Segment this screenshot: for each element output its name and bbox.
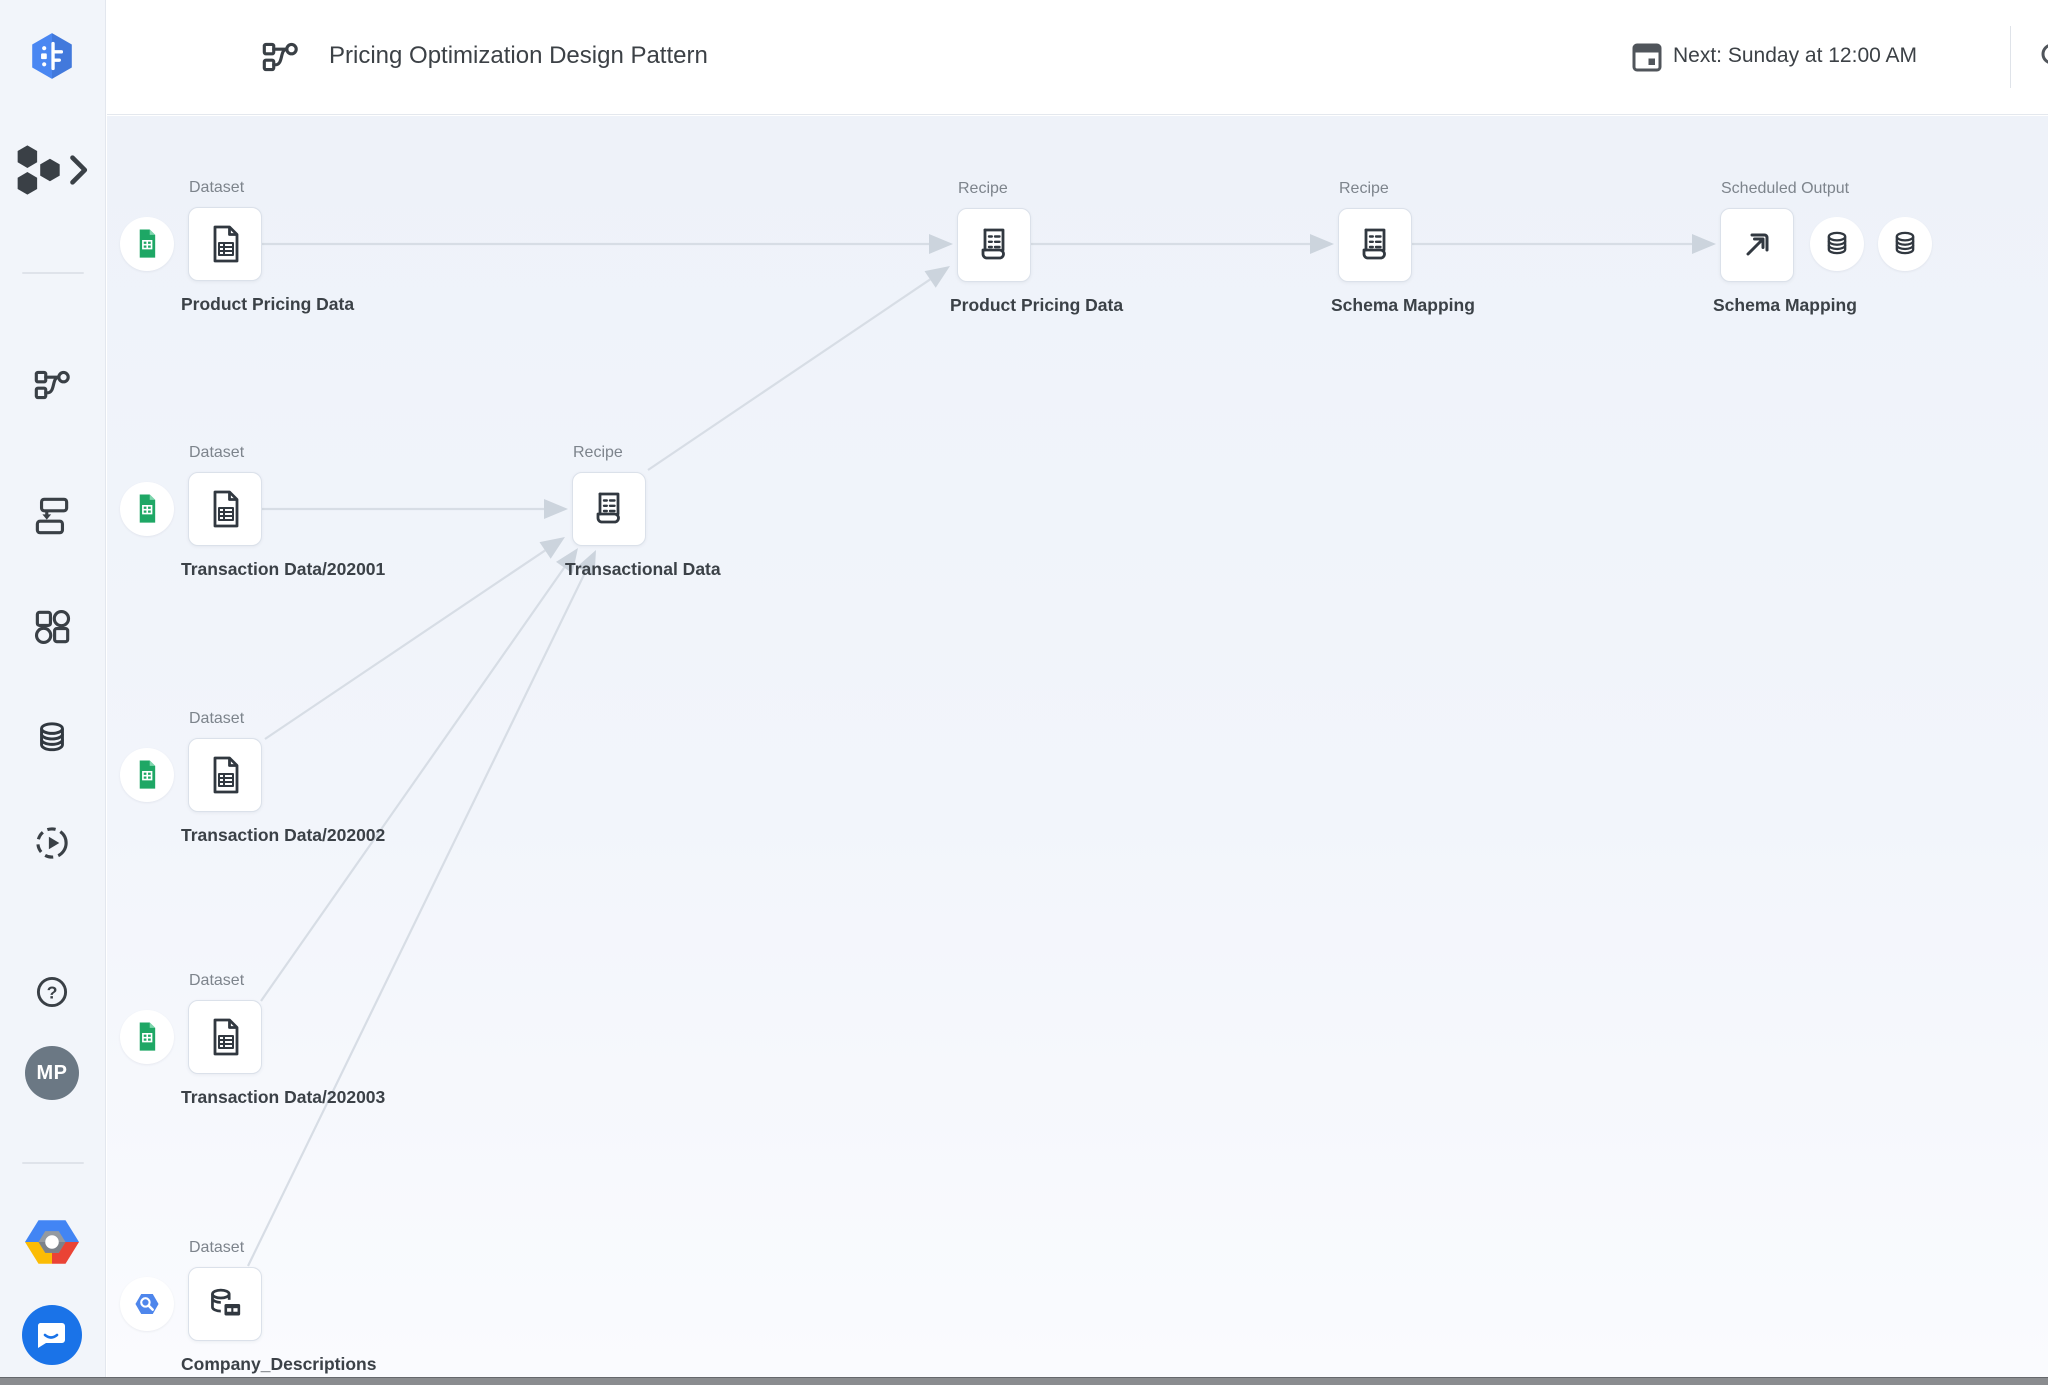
node-recipe-schema-mapping: Recipe Schema Mapping [1331, 180, 1475, 315]
chat-icon [22, 1305, 82, 1365]
node-recipe-transactional-data: Recipe Transactional Data [565, 444, 721, 579]
node-type-label: Dataset [189, 972, 245, 989]
dataset-card[interactable] [188, 472, 262, 546]
node-dataset-transaction-202002: Dataset Transaction Data/202002 [120, 710, 385, 845]
publish-output-icon [1746, 233, 1769, 256]
sidebar-item-connections[interactable] [29, 715, 75, 761]
node-dataset-transaction-202001: Dataset Transaction Data/202001 [120, 444, 385, 579]
node-dataset-company-descriptions: Dataset Company_Descriptions [120, 1239, 376, 1374]
node-recipe-product-pricing-data: Recipe Product Pricing Data [950, 180, 1123, 315]
node-type-label: Recipe [573, 444, 623, 461]
google-sheets-icon [138, 228, 157, 259]
dataprep-logo-icon [32, 33, 72, 79]
node-name[interactable]: Transactional Data [565, 559, 721, 579]
sidebar-item-run-jobs[interactable] [29, 820, 75, 866]
node-name[interactable]: Product Pricing Data [950, 295, 1124, 315]
help-icon: ? [36, 976, 68, 1008]
sidebar-item-flows[interactable] [29, 362, 75, 408]
sidebar-divider [22, 1162, 84, 1164]
import-icon [35, 497, 69, 535]
flow-icon [262, 42, 298, 72]
recipe-icon [596, 492, 620, 524]
google-sheets-badge [120, 217, 174, 271]
node-name[interactable]: Company_Descriptions [181, 1354, 377, 1374]
node-type-label: Dataset [189, 444, 245, 461]
node-dataset-product-pricing-data: Dataset Product Pricing Data [120, 179, 354, 314]
database-icon [40, 722, 64, 752]
window-bottom-bar [0, 1377, 2048, 1385]
run-jobs-icon [36, 827, 68, 859]
bigquery-badge [120, 1277, 174, 1331]
node-type-label: Recipe [958, 180, 1008, 197]
user-avatar[interactable]: MP [25, 1046, 79, 1100]
flows-expand-button[interactable] [12, 143, 92, 197]
dataset-icon [213, 1018, 239, 1056]
dataset-card[interactable] [188, 1000, 262, 1074]
search-button[interactable] [2033, 35, 2048, 79]
sidebar-item-help[interactable]: ? [29, 969, 75, 1015]
header-divider [2010, 26, 2011, 88]
dataset-icon [213, 225, 239, 263]
recipe-card[interactable] [572, 472, 646, 546]
database-icon [1895, 231, 1915, 255]
header: Pricing Optimization Design Pattern Next… [107, 0, 2048, 115]
node-name[interactable]: Schema Mapping [1713, 295, 1857, 315]
google-sheets-icon [138, 493, 157, 524]
node-type-label: Dataset [189, 179, 245, 196]
page-title: Pricing Optimization Design Pattern [329, 42, 708, 69]
output-target-database-badge [1878, 217, 1932, 271]
node-output-schema-mapping: Scheduled Output Schema Mapping [1713, 180, 1932, 315]
dataset-card[interactable] [188, 1267, 262, 1341]
node-name[interactable]: Transaction Data/202001 [181, 559, 386, 579]
dataset-card[interactable] [188, 207, 262, 281]
node-name[interactable]: Schema Mapping [1331, 295, 1475, 315]
bigquery-icon [134, 1292, 160, 1316]
node-dataset-transaction-202003: Dataset Transaction Data/202003 [120, 972, 385, 1107]
google-sheets-icon [138, 1021, 157, 1052]
flows-expand-icon [17, 145, 88, 195]
sidebar: ? MP [0, 0, 106, 1385]
calendar-icon [1632, 43, 1662, 72]
node-type-label: Scheduled Output [1721, 180, 1850, 197]
chat-support-button[interactable] [22, 1305, 82, 1365]
google-sheets-badge [120, 1010, 174, 1064]
recipe-icon [981, 228, 1005, 260]
avatar-initials: MP [25, 1046, 79, 1100]
recipe-icon [1362, 228, 1386, 260]
sidebar-divider [22, 272, 84, 274]
google-sheets-icon [138, 759, 157, 790]
dataset-icon [213, 490, 239, 528]
scheduled-output-card[interactable] [1720, 208, 1794, 282]
google-cloud-icon [25, 1220, 79, 1264]
library-icon [34, 609, 71, 645]
sidebar-item-library[interactable] [29, 604, 75, 650]
node-type-label: Recipe [1339, 180, 1389, 197]
node-type-label: Dataset [189, 1239, 245, 1256]
node-name[interactable]: Transaction Data/202002 [181, 825, 386, 845]
help-glyph: ? [47, 982, 58, 1002]
sidebar-item-import[interactable] [29, 493, 75, 539]
search-icon [2041, 44, 2048, 64]
recipe-card[interactable] [957, 208, 1031, 282]
node-name[interactable]: Transaction Data/202003 [181, 1087, 386, 1107]
google-sheets-badge [120, 482, 174, 536]
node-type-label: Dataset [189, 710, 245, 727]
flow-icon [34, 370, 70, 400]
bigquery-table-icon [211, 1288, 243, 1318]
output-target-database-badge [1810, 217, 1864, 271]
recipe-card[interactable] [1338, 208, 1412, 282]
database-icon [1827, 231, 1847, 255]
google-cloud-logo[interactable] [25, 1218, 79, 1266]
dataset-card[interactable] [188, 738, 262, 812]
dataset-icon [213, 756, 239, 794]
node-name[interactable]: Product Pricing Data [181, 294, 355, 314]
dataprep-logo[interactable] [29, 31, 75, 81]
schedule-label: Next: Sunday at 12:00 AM [1673, 44, 1917, 67]
google-sheets-badge [120, 748, 174, 802]
